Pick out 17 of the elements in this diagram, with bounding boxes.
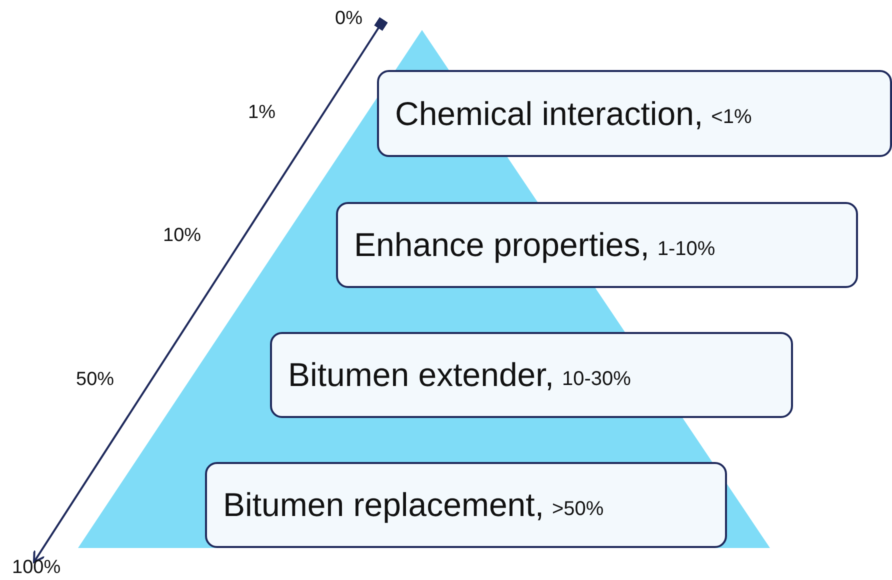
level-title: Bitumen extender, [288,356,554,394]
percentage-range: 1-10% [657,238,716,260]
axis-percentage: 10% [163,225,202,247]
axis-percentage: 100% [12,557,61,579]
level-box [205,462,727,548]
percentage-range: >50% [552,498,604,520]
level-box [270,332,793,418]
level-title: Chemical interaction, [395,94,704,132]
axis-percentage: 50% [76,369,114,391]
percentage-range: <1% [711,106,752,129]
level-title: Bitumen replacement, [223,486,544,524]
axis-percentage: 1% [248,102,276,124]
level-title: Enhance properties, [354,226,650,264]
percentage-range: 10-30% [562,368,631,390]
axis-percentage: 0% [335,8,362,30]
level-box [336,202,858,288]
level-box [377,70,892,157]
